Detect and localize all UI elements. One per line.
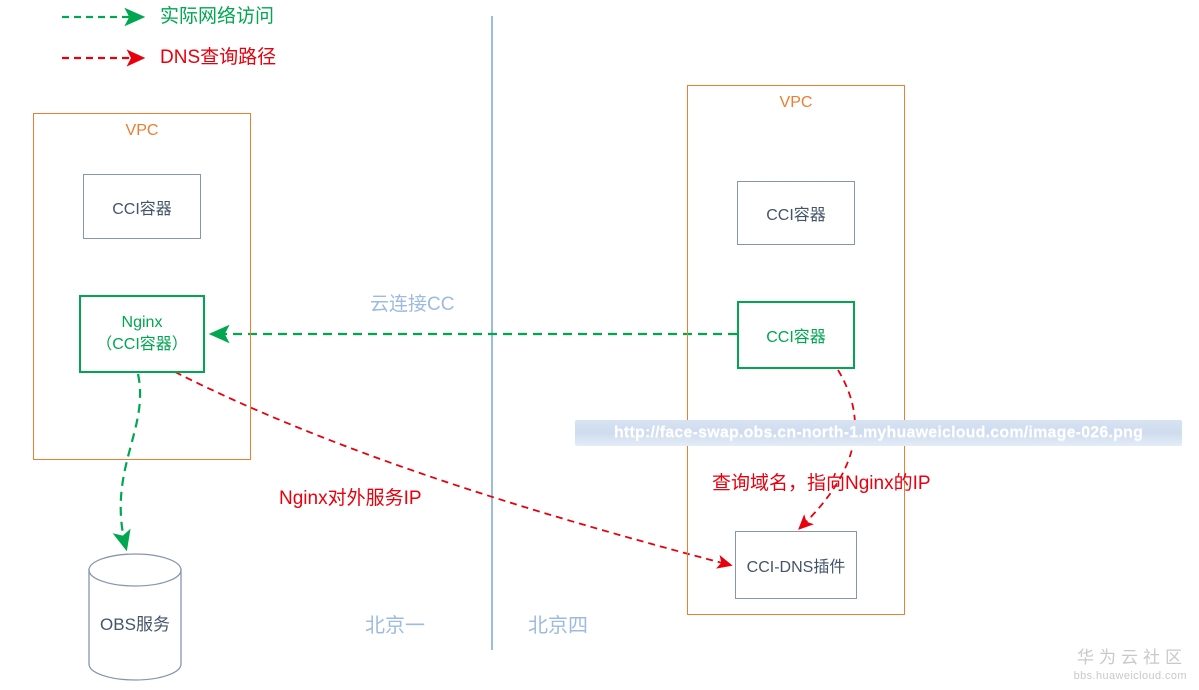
right-node-cci-dns-plugin[interactable]: CCI-DNS插件 xyxy=(735,531,857,599)
right-node-cci-dns-plugin-label: CCI-DNS插件 xyxy=(746,559,846,576)
right-node-cci-container-label: CCI容器 xyxy=(766,207,826,224)
right-vpc-title: VPC xyxy=(779,94,813,111)
left-node-nginx-label: Nginx （CCI容器） xyxy=(96,312,188,355)
url-watermark-text: http://face-swap.obs.cn-north-1.myhuawei… xyxy=(613,424,1144,441)
brand-watermark-cn: 华为云社区 xyxy=(1077,648,1187,667)
dns-query-label: 查询域名，指向Nginx的IP xyxy=(712,473,931,494)
url-watermark-banner: http://face-swap.obs.cn-north-1.myhuawei… xyxy=(575,420,1182,446)
region-label-right: 北京四 xyxy=(528,615,588,637)
left-node-nginx-label-line2: （CCI容器） xyxy=(96,336,188,353)
left-node-nginx-label-line1: Nginx xyxy=(121,314,163,332)
legend-label-dns-path: DNS查询路径 xyxy=(160,47,277,68)
right-vpc-container: VPC xyxy=(687,85,905,615)
left-vpc-container: VPC xyxy=(33,113,251,460)
brand-watermark-site: bbs.huaweicloud.com xyxy=(1073,670,1187,682)
right-node-cci-container-green-label: CCI容器 xyxy=(766,329,826,346)
arrow-nginx-to-dns-plugin xyxy=(174,371,733,569)
legend-label-network-access: 实际网络访问 xyxy=(160,6,275,27)
left-vpc-title: VPC xyxy=(125,122,159,139)
left-node-cci-container[interactable]: CCI容器 xyxy=(83,174,201,239)
brand-watermark: 华为云社区 bbs.huaweicloud.com xyxy=(1074,643,1187,682)
left-node-nginx[interactable]: Nginx （CCI容器） xyxy=(79,295,205,373)
obs-service-label: OBS服务 xyxy=(100,615,170,634)
region-label-left: 北京一 xyxy=(365,615,425,637)
left-node-cci-container-label: CCI容器 xyxy=(112,200,172,218)
cloud-connect-label: 云连接CC xyxy=(370,294,455,315)
right-node-cci-container-green[interactable]: CCI容器 xyxy=(737,301,855,369)
right-node-cci-container[interactable]: CCI容器 xyxy=(737,181,855,245)
nginx-public-ip-label: Nginx对外服务IP xyxy=(279,488,422,509)
